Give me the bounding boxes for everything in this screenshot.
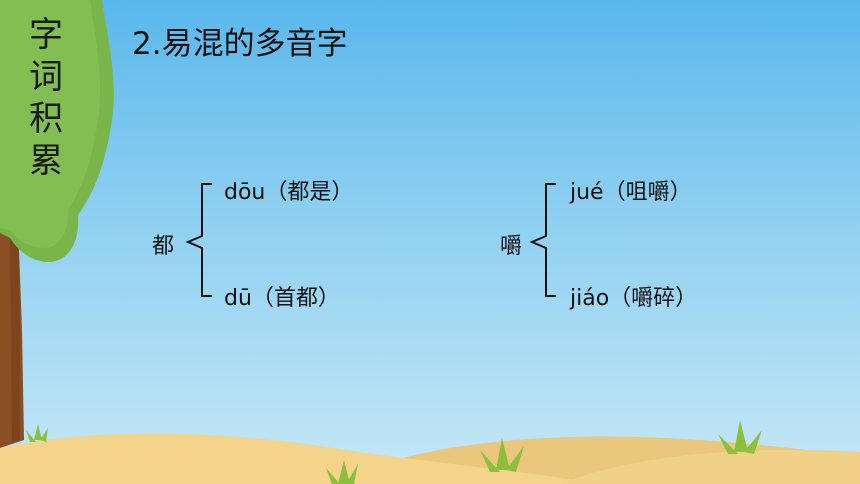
- sidebar-char: 累: [29, 141, 63, 181]
- example-word: （嚼碎）: [609, 286, 698, 311]
- ground-right-hill: [560, 449, 860, 484]
- sidebar-char: 词: [29, 57, 63, 97]
- brace-group-1: [185, 183, 212, 297]
- sidebar-vertical-title: 字 词 积 累: [22, 14, 70, 182]
- tree-trunk-shade: [10, 228, 20, 442]
- pinyin: jiáo: [570, 286, 610, 311]
- grass-tuft-center-left: [326, 460, 358, 484]
- grass-tuft-center: [480, 438, 524, 472]
- grass-tuft-left: [26, 424, 48, 442]
- pinyin: jué: [570, 180, 604, 205]
- page-title: 2.易混的多音字: [132, 26, 348, 62]
- pinyin: dōu: [224, 180, 266, 205]
- tree-canopy-highlight: [0, 0, 101, 248]
- example-word: （都是）: [265, 180, 354, 205]
- example-word: （咀嚼）: [603, 180, 692, 205]
- reading-row: dōu（都是）: [224, 174, 353, 206]
- pinyin: dū: [224, 286, 252, 311]
- sidebar-char: 积: [29, 99, 63, 139]
- ground-front-hill: [0, 433, 600, 484]
- reading-row: jué（咀嚼）: [570, 174, 692, 206]
- reading-row: jiáo（嚼碎）: [570, 280, 697, 312]
- group-char: 嚼: [500, 234, 523, 259]
- brace-group-2: [529, 183, 556, 297]
- example-word: （首都）: [251, 286, 340, 311]
- reading-row: dū（首都）: [224, 280, 340, 312]
- grass-tuft-right: [718, 420, 762, 454]
- group-char: 都: [152, 234, 175, 259]
- sidebar-char: 字: [29, 15, 63, 55]
